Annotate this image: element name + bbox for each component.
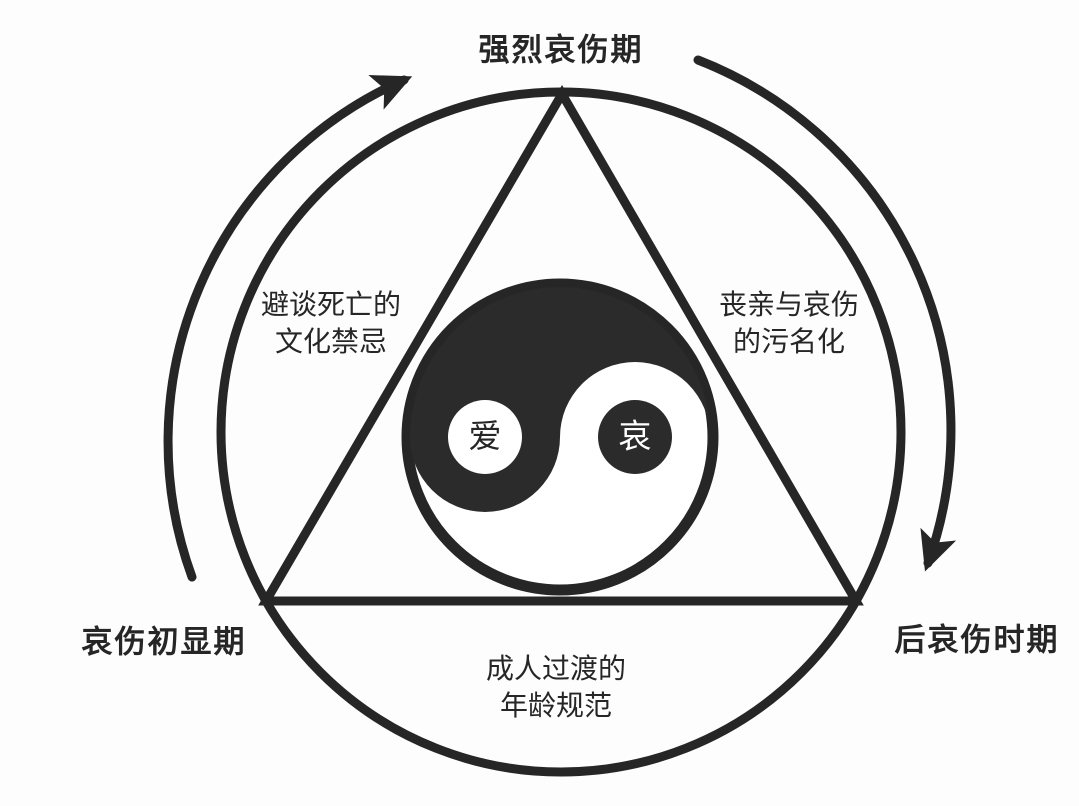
factor-label-stigma: 丧亲与哀伤 的污名化 xyxy=(719,287,859,361)
yin-yang-icon xyxy=(401,278,719,596)
cycle-arrow-left-icon xyxy=(163,75,413,582)
factor-line: 成人过渡的 xyxy=(485,654,627,685)
factor-line: 丧亲与哀伤 xyxy=(718,290,860,321)
factor-label-death-taboo: 避谈死亡的 文化禁忌 xyxy=(261,287,401,361)
inscribed-triangle xyxy=(258,85,864,606)
factor-line: 的污名化 xyxy=(732,327,846,358)
love-eye-circle xyxy=(448,400,522,474)
stage-label-intense-grief: 强烈哀伤期 xyxy=(478,32,644,68)
stage-label-post-grief: 后哀伤时期 xyxy=(894,622,1060,658)
cycle-arrow-right-icon xyxy=(693,55,957,572)
factor-line: 年龄规范 xyxy=(499,691,613,722)
factor-label-age-norms: 成人过渡的 年龄规范 xyxy=(486,651,626,725)
grief-eye-circle xyxy=(598,400,672,474)
factor-line: 文化禁忌 xyxy=(274,327,388,358)
grief-symbol: 哀 xyxy=(618,419,652,456)
stage-label-early-grief: 哀伤初显期 xyxy=(81,624,247,660)
factor-line: 避谈死亡的 xyxy=(260,290,402,321)
love-symbol: 爱 xyxy=(468,419,502,456)
